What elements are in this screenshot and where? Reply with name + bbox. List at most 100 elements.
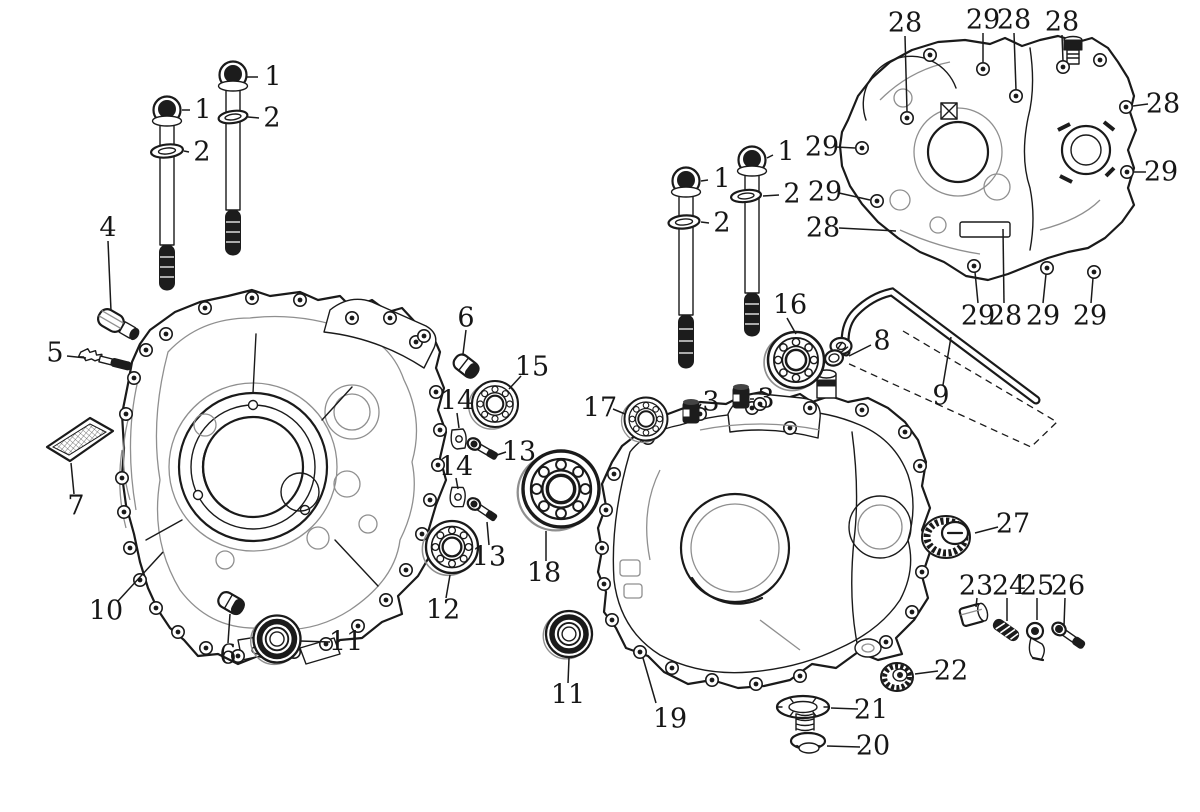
leader-line-29 [838, 192, 871, 201]
leader-line-13 [496, 451, 507, 456]
leader-line-6 [227, 613, 231, 644]
callout-14: 14 [439, 452, 473, 483]
part-sensor-4 [97, 308, 140, 341]
leader-line-13 [486, 521, 490, 546]
leader-line-4 [107, 240, 112, 312]
leader-line-28 [1013, 32, 1017, 91]
callout-3: 3 [702, 387, 719, 418]
left-case-top-bracket [323, 298, 437, 369]
left-case-secondary-bores [193, 384, 380, 570]
callout-15: 15 [515, 352, 549, 383]
leader-line-8 [848, 344, 872, 357]
part-washer-2d [729, 188, 763, 204]
part-washer-2b [149, 143, 185, 159]
leader-line-12 [445, 574, 451, 599]
part-plug-20 [789, 713, 827, 754]
callout-2: 2 [783, 179, 800, 210]
part-contact-6a [452, 353, 480, 379]
callout-20: 20 [856, 731, 890, 762]
callout-29: 29 [805, 132, 839, 163]
part-bearing-17 [620, 396, 669, 444]
part-screw-5 [77, 348, 132, 371]
assembled-crankcase-view [838, 34, 1138, 282]
callout-27: 27 [996, 509, 1030, 540]
leader-line-28 [1061, 34, 1064, 62]
callout-2: 2 [193, 137, 210, 168]
part-plate-14b [449, 486, 466, 508]
part-oil-pipe-9 [829, 287, 1059, 448]
callout-22: 22 [934, 656, 968, 687]
leader-line-29 [974, 271, 979, 304]
callout-14: 14 [440, 386, 474, 417]
callout-17: 17 [583, 393, 617, 424]
leader-line-1 [700, 179, 709, 182]
leader-line-29 [1042, 273, 1047, 304]
leader-line-3 [697, 403, 702, 410]
callout-29: 29 [1026, 301, 1060, 332]
part-oil-seal-11b [543, 611, 592, 659]
part-strainer-screen-7 [45, 416, 115, 463]
part-washer-2a [217, 109, 249, 125]
leader-line-28 [904, 35, 908, 112]
callout-29: 29 [961, 301, 995, 332]
leader-line-22 [914, 670, 939, 675]
callout-29: 29 [808, 177, 842, 208]
assembled-case-filler-cap [1063, 35, 1083, 65]
callout-28: 28 [888, 8, 922, 39]
leader-line-26 [1063, 597, 1066, 627]
leader-line-5 [66, 355, 87, 359]
leader-line-17 [612, 408, 626, 415]
callout-7: 7 [67, 491, 84, 522]
callout-25: 25 [1020, 571, 1054, 602]
right-case-oil-filler-neck [816, 369, 837, 399]
callout-26: 26 [1051, 571, 1085, 602]
leader-line-11 [567, 657, 570, 684]
part-bearing-12 [421, 519, 480, 577]
leader-line-28 [1002, 228, 1005, 304]
callout-19: 19 [653, 704, 687, 735]
part-dowel-3a [682, 399, 700, 424]
callout-13: 13 [502, 437, 536, 468]
leader-line-27 [974, 526, 999, 534]
callout-8: 8 [873, 326, 890, 357]
callout-6: 6 [457, 303, 474, 334]
leader-line-2 [183, 150, 190, 153]
callout-5: 5 [46, 338, 63, 369]
leader-line-14 [456, 412, 460, 429]
part-clamp-8 [823, 341, 849, 367]
callout-1: 1 [264, 62, 281, 93]
part-bearing-16 [762, 330, 826, 392]
callout-13: 13 [472, 542, 506, 573]
leader-line-23 [975, 597, 978, 608]
leader-line-28 [1132, 103, 1149, 107]
part-plate-14a [450, 428, 467, 450]
leader-line-10 [117, 551, 164, 602]
callout-11: 11 [329, 627, 363, 658]
part-bolt-1a [217, 60, 249, 256]
callout-24: 24 [992, 571, 1026, 602]
callout-6: 6 [219, 640, 236, 671]
callout-12: 12 [426, 595, 460, 626]
part-bolt-1d [736, 145, 768, 337]
leader-line-15 [508, 375, 522, 390]
leader-line-2 [762, 194, 780, 197]
part-bolt-26 [1051, 621, 1086, 649]
callout-21: 21 [854, 695, 888, 726]
callout-1: 1 [194, 95, 211, 126]
callout-29: 29 [1144, 157, 1178, 188]
assembled-case-left-lobe [862, 55, 1011, 255]
callout-9: 9 [932, 381, 949, 412]
leader-line-6 [462, 329, 467, 355]
leader-line-2 [247, 116, 260, 119]
right-case-cylinder-boss [848, 431, 912, 649]
part-washer-2c [667, 214, 701, 230]
leader-line-11 [299, 640, 331, 643]
part-spring-24 [992, 618, 1020, 642]
callout-1: 1 [713, 164, 730, 195]
callout-1: 1 [777, 137, 794, 168]
part-bolt-1c [670, 166, 702, 369]
right-case-main-chamber [679, 492, 791, 605]
callout-11: 11 [551, 680, 585, 711]
